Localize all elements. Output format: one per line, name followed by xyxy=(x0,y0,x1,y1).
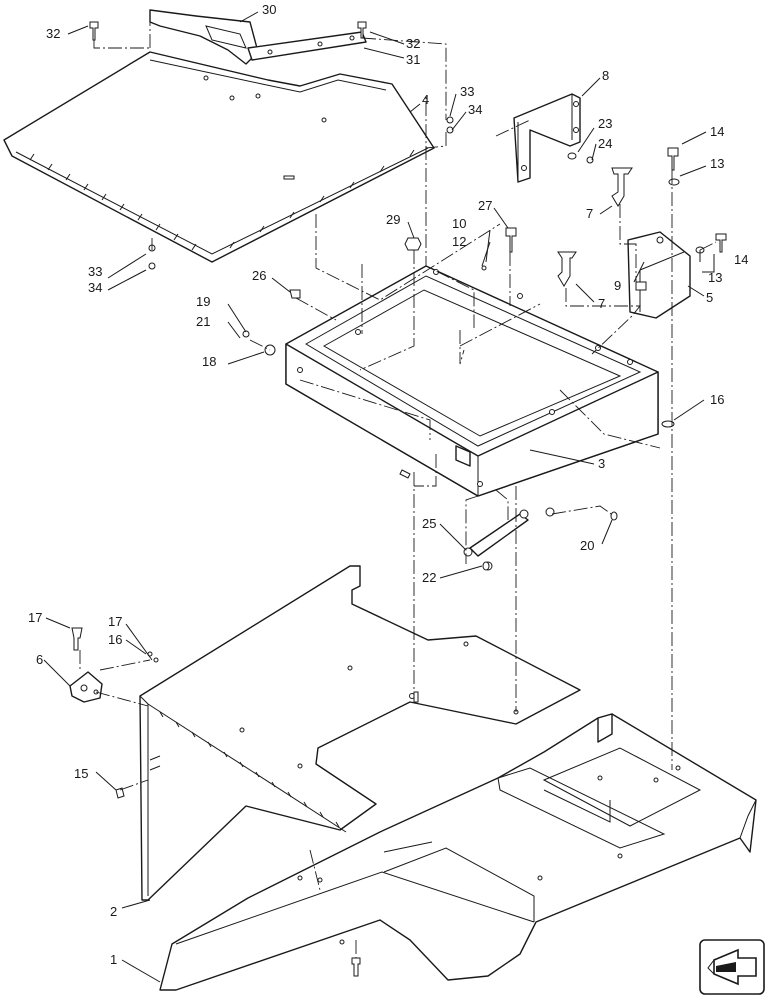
callout-32-top-left: 32 xyxy=(46,26,60,41)
hardware-fasteners xyxy=(71,21,727,977)
callout-6: 6 xyxy=(36,652,43,667)
callout-33-top: 33 xyxy=(460,84,474,99)
callout-14-right: 14 xyxy=(734,252,748,267)
callout-9: 16 xyxy=(710,392,724,407)
arrow-exit-icon[interactable] xyxy=(699,939,765,995)
callout-30: 30 xyxy=(262,2,276,17)
part-8-bracket xyxy=(513,93,581,183)
part-1-base xyxy=(159,713,757,991)
callout-4: 4 xyxy=(422,92,429,107)
callout-26: 26 xyxy=(252,268,266,283)
callout-14-top: 14 xyxy=(710,124,724,139)
callout-3: 3 xyxy=(598,456,605,471)
callout-13-top: 13 xyxy=(710,156,724,171)
callout-24: 25 xyxy=(422,516,436,531)
callout-23: 22 xyxy=(422,570,436,585)
callout-31: 31 xyxy=(406,52,420,67)
callout-13-right: 13 xyxy=(708,270,722,285)
part-4-cover-panel xyxy=(3,51,435,263)
callout-labels: 32 30 32 31 4 33 34 8 23 24 14 13 7 33 3… xyxy=(28,2,748,967)
assembly-centerlines xyxy=(79,16,717,958)
callout-10: 9 xyxy=(614,278,621,293)
callout-1: 1 xyxy=(110,952,117,967)
part-30-trim-strip xyxy=(149,9,367,65)
callout-21: 21 xyxy=(196,314,210,329)
callout-34-top: 34 xyxy=(468,102,482,117)
callout-33-left: 33 xyxy=(88,264,102,279)
callout-15: 15 xyxy=(74,766,88,781)
callout-18: 18 xyxy=(202,354,216,369)
callout-8: 8 xyxy=(602,68,609,83)
callout-17: 17 xyxy=(108,614,122,629)
callout-7-top: 7 xyxy=(586,206,593,221)
part-2-floor-plate xyxy=(139,565,581,901)
callout-34-left: 34 xyxy=(88,280,102,295)
callout-16: 16 xyxy=(108,632,122,647)
callout-22: 17 xyxy=(28,610,42,625)
callout-29: 29 xyxy=(386,212,400,227)
leader-lines xyxy=(43,11,715,983)
callout-25: 27 xyxy=(478,198,492,213)
callout-32-top-right: 32 xyxy=(406,36,420,51)
callout-7-mid: 7 xyxy=(598,296,605,311)
callout-20: 20 xyxy=(580,538,594,553)
callout-12: 12 xyxy=(452,234,466,249)
callout-11: 10 xyxy=(452,216,466,231)
part-6-hinge xyxy=(69,671,103,703)
callout-19: 19 xyxy=(196,294,210,309)
callout-28: 24 xyxy=(598,136,612,151)
callout-5: 5 xyxy=(706,290,713,305)
callout-2: 2 xyxy=(110,904,117,919)
part-5-latch-cover xyxy=(627,231,691,319)
part-24-gas-strut xyxy=(463,507,555,571)
callout-27: 23 xyxy=(598,116,612,131)
